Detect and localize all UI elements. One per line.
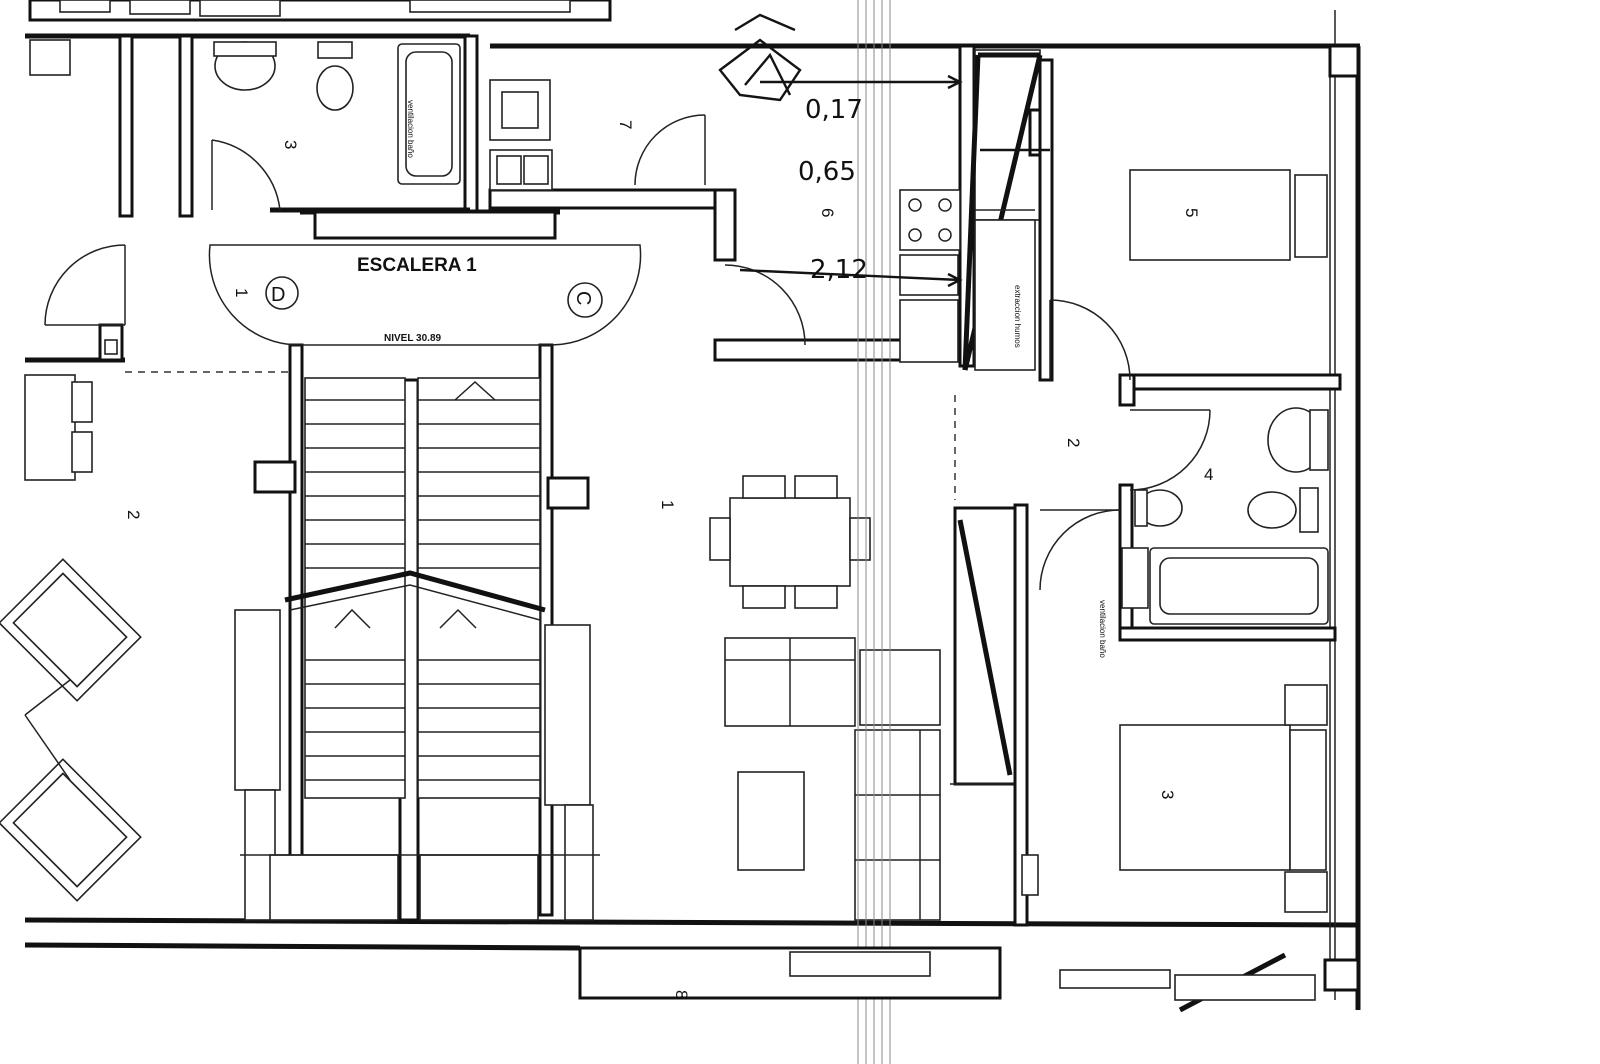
extraction-note: extraccion humos bbox=[1013, 285, 1022, 348]
ventilation-right-note: ventilacion baño bbox=[1098, 600, 1107, 658]
right-apartment: 5 2 4 ventilacion baño bbox=[950, 58, 1342, 927]
left-bathroom: 3 ventilacion baño bbox=[29, 34, 479, 228]
stair-up-marker bbox=[567, 282, 603, 318]
corridor-label: 2 bbox=[1064, 438, 1083, 447]
wardrobe-living bbox=[854, 729, 941, 921]
ventilation-left-note: ventilacion baño bbox=[406, 100, 415, 158]
right-bathroom: 4 ventilacion baño bbox=[1039, 407, 1337, 658]
left-armchair-top bbox=[0, 558, 142, 702]
bed-bottom bbox=[1119, 724, 1291, 871]
dining-table bbox=[709, 475, 871, 609]
bath-right-label: 4 bbox=[1204, 465, 1213, 484]
left-lounge-label: 2 bbox=[124, 510, 143, 519]
stair-title: ESCALERA 1 bbox=[357, 255, 477, 276]
stair-flight-right bbox=[417, 377, 541, 799]
toilet-left bbox=[316, 65, 354, 111]
outer-walls bbox=[24, 10, 1361, 1010]
handwritten-dimension-3: 0,17 bbox=[805, 95, 863, 125]
toilet-right bbox=[1247, 491, 1297, 529]
cooktop bbox=[899, 189, 961, 251]
stair-down-symbol: D bbox=[271, 284, 285, 306]
bedroom-top-label: 5 bbox=[1182, 208, 1201, 217]
stair-up-symbol: C bbox=[572, 291, 594, 305]
handwritten-dimension-1: 0,65 bbox=[798, 157, 856, 187]
left-armchair-bottom bbox=[0, 758, 142, 902]
handwritten-annotations: 0,65 2,12 0,17 bbox=[718, 13, 1050, 288]
kitchen-label: 6 bbox=[818, 208, 837, 217]
stair-landing-number: 1 bbox=[232, 288, 251, 297]
duct-column: extraccion humos bbox=[962, 49, 1052, 371]
stair-flight-left bbox=[304, 377, 406, 799]
left-bath-label: 3 bbox=[281, 140, 300, 149]
stair-level: NIVEL 30.89 bbox=[384, 333, 442, 344]
left-lounge: 2 bbox=[0, 244, 290, 902]
living-label: 1 bbox=[658, 500, 677, 509]
stair-down-marker bbox=[265, 276, 299, 310]
handwritten-dimension-2: 2,12 bbox=[810, 255, 868, 285]
top-neighbour-strip bbox=[28, 0, 612, 22]
living-room: 1 bbox=[658, 395, 956, 921]
scan-streaks bbox=[857, 0, 891, 1064]
balcony: 8 bbox=[578, 946, 1316, 1013]
sofa-set bbox=[724, 637, 941, 727]
balcony-label: 8 bbox=[672, 990, 691, 999]
stair-core: ESCALERA 1 NIVEL 30.89 1 D C bbox=[208, 209, 642, 922]
hall-top-label: 7 bbox=[616, 120, 635, 129]
left-sideboard bbox=[24, 374, 76, 481]
bed-top bbox=[1129, 169, 1291, 261]
coffee-table bbox=[737, 771, 805, 871]
stair-landing bbox=[208, 244, 642, 346]
bedroom-bottom-label: 3 bbox=[1158, 790, 1177, 799]
